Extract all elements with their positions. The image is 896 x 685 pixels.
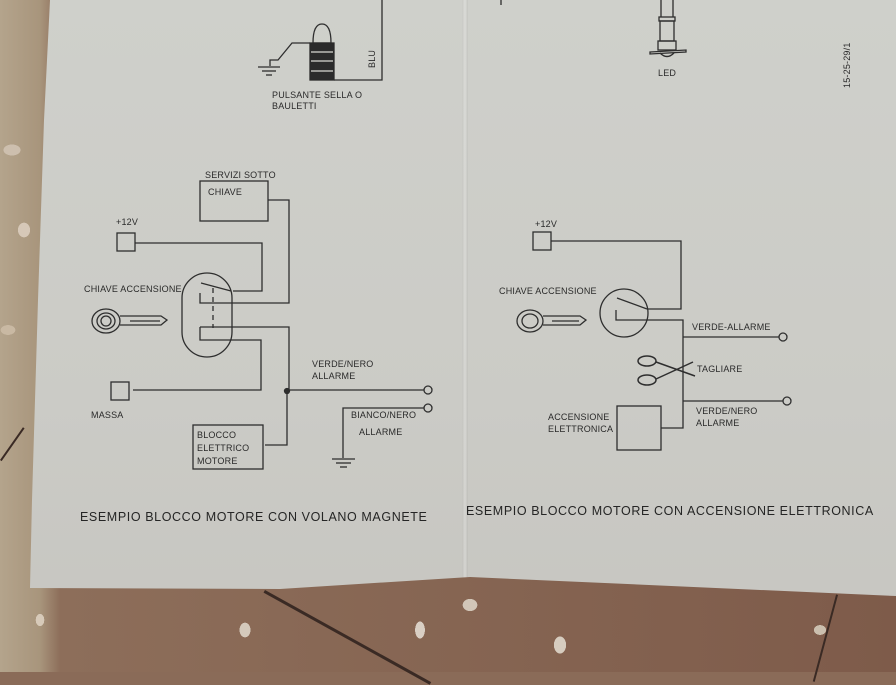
electronic-ignition-label: ACCENSIONE xyxy=(548,412,610,422)
engine-block-label: MOTORE xyxy=(197,456,238,466)
services-label: SERVIZI SOTTO xyxy=(205,170,276,180)
terminal-connector xyxy=(778,332,788,342)
terminal-connector xyxy=(423,385,433,395)
push-button-switch-symbol xyxy=(269,23,335,81)
wire xyxy=(200,326,290,391)
wire-label-verde-allarme: VERDE-ALLARME xyxy=(692,322,771,332)
wire-label-allarme: ALLARME xyxy=(359,427,403,437)
push-button-label: PULSANTE SELLA O xyxy=(272,90,363,100)
plus12v-label: +12V xyxy=(116,217,139,227)
blu-wire xyxy=(334,0,383,81)
wire xyxy=(133,327,262,391)
wire xyxy=(135,242,263,292)
terminal-connector xyxy=(782,396,792,406)
wire-label-allarme: ALLARME xyxy=(696,418,740,428)
cut-label: TAGLIARE xyxy=(697,364,743,374)
services-label: CHIAVE xyxy=(208,187,243,197)
ignition-switch-body xyxy=(181,272,233,358)
terminal-connector xyxy=(423,403,433,413)
massa-terminal xyxy=(110,381,130,401)
electronic-ignition-label: ELETTRONICA xyxy=(548,424,614,434)
led-label: LED xyxy=(658,68,677,78)
plus12v-terminal xyxy=(532,231,552,251)
wire-label-verde-nero: VERDE/NERO xyxy=(312,359,374,369)
ignition-switch-body xyxy=(599,288,649,338)
caption-right: ESEMPIO BLOCCO MOTORE CON ACCENSIONE ELE… xyxy=(466,504,874,518)
document-code: 15-25-29/1 xyxy=(842,42,852,88)
wire-label-verde-nero: VERDE/NERO xyxy=(696,406,758,416)
services-box xyxy=(199,180,269,222)
wire xyxy=(265,391,288,446)
ignition-key-label: CHIAVE ACCENSIONE xyxy=(84,284,182,294)
ground-symbol xyxy=(258,66,280,76)
caption-left: ESEMPIO BLOCCO MOTORE CON VOLANO MAGNETE xyxy=(80,510,428,524)
blu-wire-label: BLU xyxy=(367,49,377,68)
paper-fold xyxy=(462,0,468,590)
wire-label-bianco-nero: BIANCO/NERO xyxy=(351,410,417,420)
wire xyxy=(615,310,684,429)
wire-bianco-nero xyxy=(342,407,424,458)
electronic-ignition-box xyxy=(616,405,662,451)
scissors-icon xyxy=(637,355,696,386)
wire-label-allarme: ALLARME xyxy=(312,371,356,381)
key-icon xyxy=(516,309,588,333)
massa-label: MASSA xyxy=(91,410,124,420)
led-symbol xyxy=(649,0,687,58)
plus12v-terminal xyxy=(116,232,136,252)
key-icon xyxy=(91,308,169,334)
plus12v-label: +12V xyxy=(535,219,558,229)
wire xyxy=(551,240,682,310)
engine-block-label: BLOCCO xyxy=(197,430,237,440)
engine-block-box xyxy=(192,424,264,470)
push-button-label: BAULETTI xyxy=(272,101,317,111)
ignition-key-label: CHIAVE ACCENSIONE xyxy=(499,286,597,296)
ground-symbol xyxy=(332,458,355,468)
wire xyxy=(199,199,290,304)
engine-block-label: ELETTRICO xyxy=(197,443,250,453)
